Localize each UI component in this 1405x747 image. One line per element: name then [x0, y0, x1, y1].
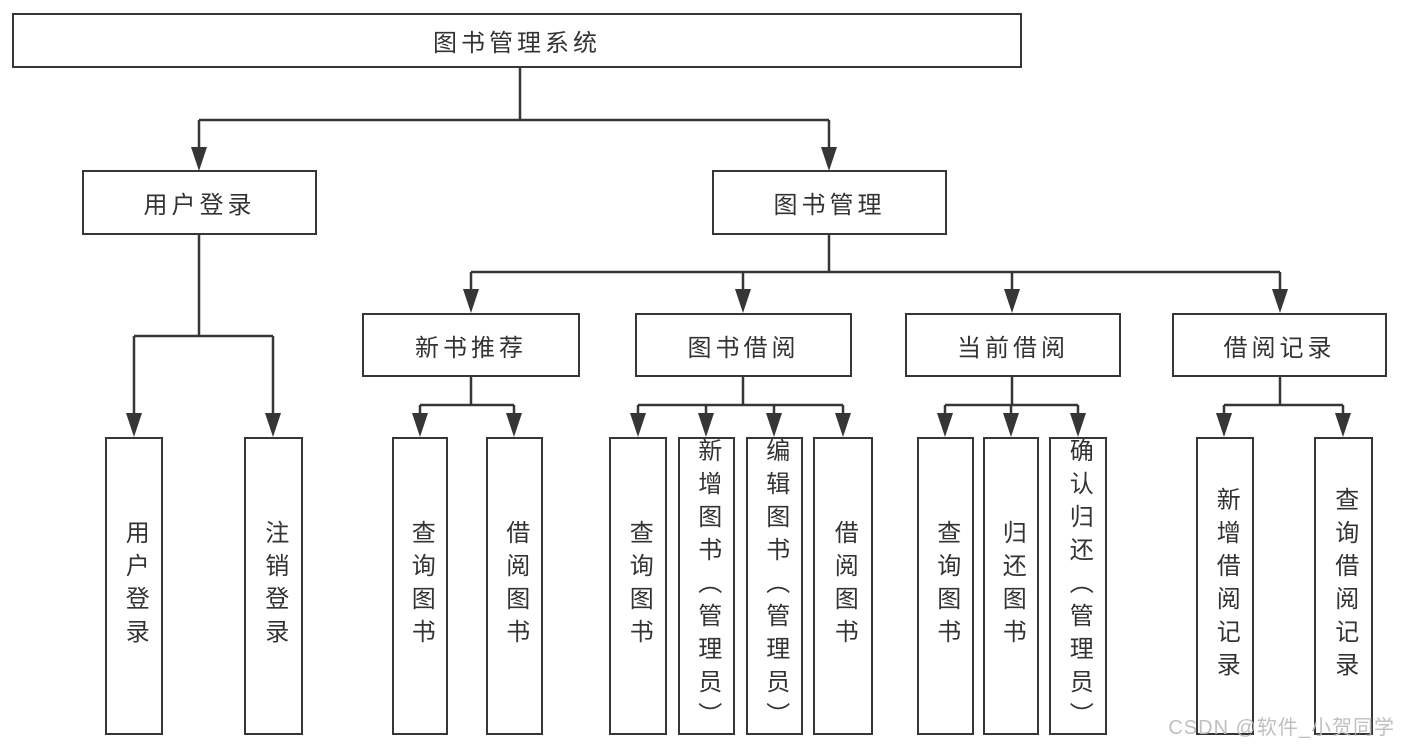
- leaf-borrow-books-borrow-label: 借阅图书: [830, 520, 858, 652]
- leaf-query-books-recommend-label: 查询图书: [407, 520, 435, 652]
- leaf-query-borrow-record-label: 查询借阅记录: [1330, 487, 1358, 685]
- node-book-borrow-label: 图书借阅: [687, 334, 800, 362]
- node-borrow-records-label: 借阅记录: [1223, 334, 1336, 362]
- node-user-login-group: 用户登录: [82, 170, 317, 235]
- leaf-return-book-label: 归还图书: [998, 520, 1026, 652]
- leaf-query-books-borrow: 查询图书: [609, 437, 667, 735]
- connector-lines: [132, 68, 1345, 415]
- leaf-borrow-books-borrow: 借阅图书: [813, 437, 873, 735]
- leaf-query-books-recommend: 查询图书: [392, 437, 448, 735]
- leaf-user-login: 用户登录: [105, 437, 163, 735]
- node-current-borrow: 当前借阅: [905, 313, 1121, 377]
- leaf-confirm-return-admin-label: 确认归还（管理员）: [1065, 437, 1093, 735]
- leaf-edit-book-admin-label: 编辑图书（管理员）: [761, 437, 789, 735]
- node-root-label: 图书管理系统: [433, 30, 601, 57]
- node-new-book-recommend: 新书推荐: [362, 313, 580, 377]
- arrowhead-icons: [126, 147, 1351, 437]
- leaf-logout-label: 注销登录: [260, 520, 288, 652]
- leaf-add-borrow-record-label: 新增借阅记录: [1212, 487, 1240, 685]
- node-new-book-recommend-label: 新书推荐: [415, 334, 527, 362]
- node-book-management-label: 图书管理: [773, 192, 886, 219]
- leaf-return-book: 归还图书: [983, 437, 1039, 735]
- csdn-watermark: CSDN @软件_小贺同学: [1168, 717, 1395, 739]
- leaf-borrow-books-recommend-label: 借阅图书: [501, 520, 529, 652]
- node-borrow-records: 借阅记录: [1172, 313, 1387, 377]
- leaf-add-borrow-record: 新增借阅记录: [1196, 437, 1254, 735]
- leaf-query-books-current: 查询图书: [917, 437, 974, 735]
- node-book-management: 图书管理: [712, 170, 947, 235]
- leaf-query-books-current-label: 查询图书: [932, 520, 960, 652]
- leaf-edit-book-admin: 编辑图书（管理员）: [746, 437, 803, 735]
- leaf-user-login-label: 用户登录: [121, 520, 149, 652]
- leaf-add-book-admin-label: 新增图书（管理员）: [693, 437, 721, 735]
- leaf-confirm-return-admin: 确认归还（管理员）: [1049, 437, 1107, 735]
- leaf-logout: 注销登录: [244, 437, 303, 735]
- node-current-borrow-label: 当前借阅: [957, 334, 1069, 362]
- leaf-query-books-borrow-label: 查询图书: [625, 520, 653, 652]
- leaf-add-book-admin: 新增图书（管理员）: [678, 437, 735, 735]
- node-user-login-group-label: 用户登录: [143, 192, 256, 219]
- node-root: 图书管理系统: [12, 13, 1022, 68]
- node-book-borrow: 图书借阅: [635, 313, 852, 377]
- leaf-borrow-books-recommend: 借阅图书: [486, 437, 543, 735]
- leaf-query-borrow-record: 查询借阅记录: [1314, 437, 1373, 735]
